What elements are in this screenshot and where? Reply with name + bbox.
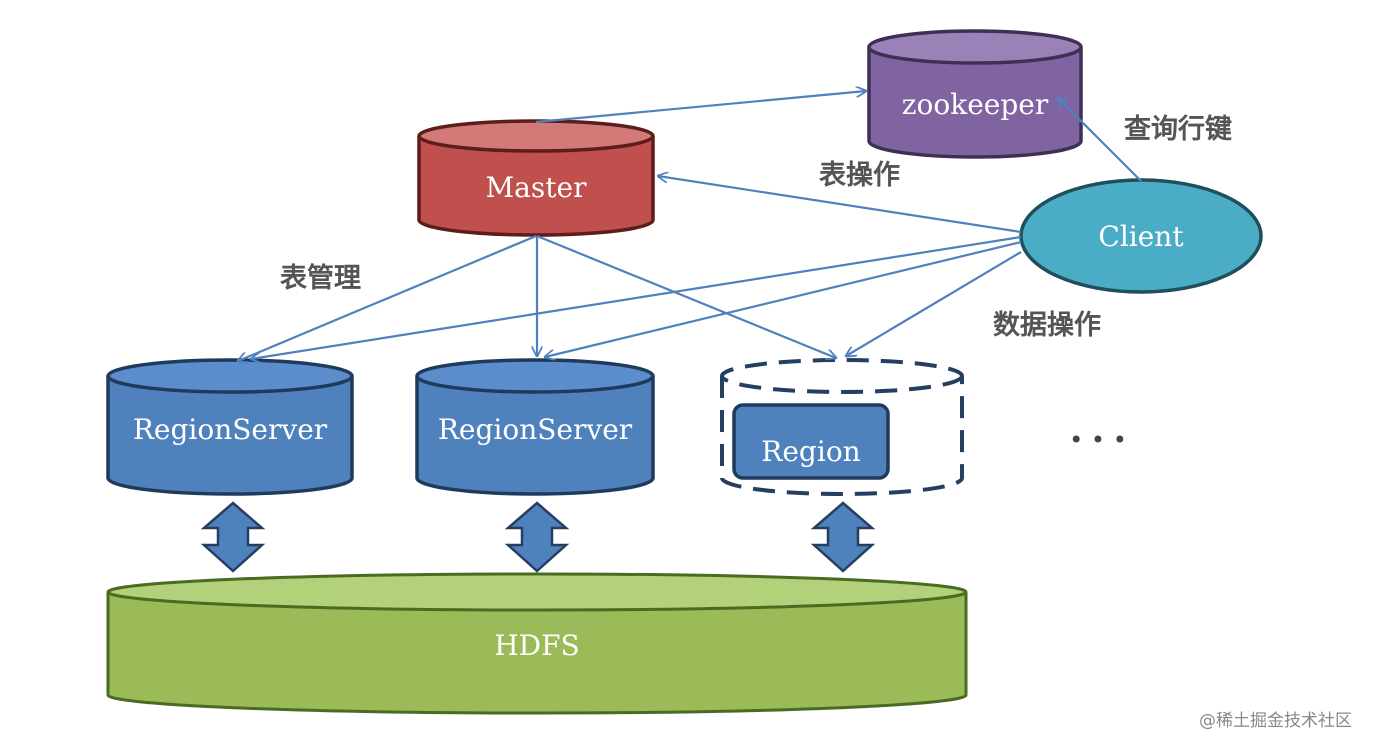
io-arrow-2	[504, 501, 570, 573]
master-label: Master	[486, 171, 588, 204]
region-server-1-label: RegionServer	[133, 413, 328, 446]
io-arrow-1	[200, 501, 266, 573]
label-table-management: 表管理	[280, 263, 361, 294]
label-data-operation: 数据操作	[993, 310, 1101, 341]
zookeeper-cylinder: zookeeper	[867, 29, 1083, 159]
arrow-client-to-region-server-1	[251, 235, 1022, 359]
client-node: Client	[1019, 178, 1263, 294]
master-cylinder: Master	[417, 119, 655, 237]
region-server-2-label: RegionServer	[438, 413, 633, 446]
client-label: Client	[1098, 220, 1184, 253]
arrow-master-to-region-server-1	[238, 234, 537, 361]
arrow-client-to-region	[846, 251, 1022, 356]
region-container-dashed: Region	[720, 358, 964, 496]
region-box	[732, 403, 890, 480]
arrow-client-to-zookeeper	[1058, 98, 1142, 182]
arrow-master-to-zookeeper	[535, 91, 866, 124]
arrow-client-to-region-server-2	[545, 240, 1022, 357]
label-query-row-key: 查询行键	[1124, 113, 1232, 145]
arrow-client-to-master	[658, 176, 1022, 234]
label-table-operation: 表操作	[819, 160, 900, 191]
region-server-1-cylinder: RegionServer	[106, 358, 354, 496]
zookeeper-label: zookeeper	[902, 88, 1049, 121]
arrow-master-to-region	[536, 234, 836, 358]
region-server-2-cylinder: RegionServer	[415, 358, 655, 496]
io-arrow-3	[810, 501, 876, 573]
connection-arrows	[238, 91, 1142, 361]
hdfs-label: HDFS	[494, 629, 579, 662]
watermark: @稀土掘金技术社区	[1199, 711, 1352, 731]
region-label: Region	[761, 435, 860, 468]
hdfs-cylinder: HDFS	[106, 572, 968, 715]
more-region-servers-ellipsis: • • •	[1069, 426, 1127, 454]
